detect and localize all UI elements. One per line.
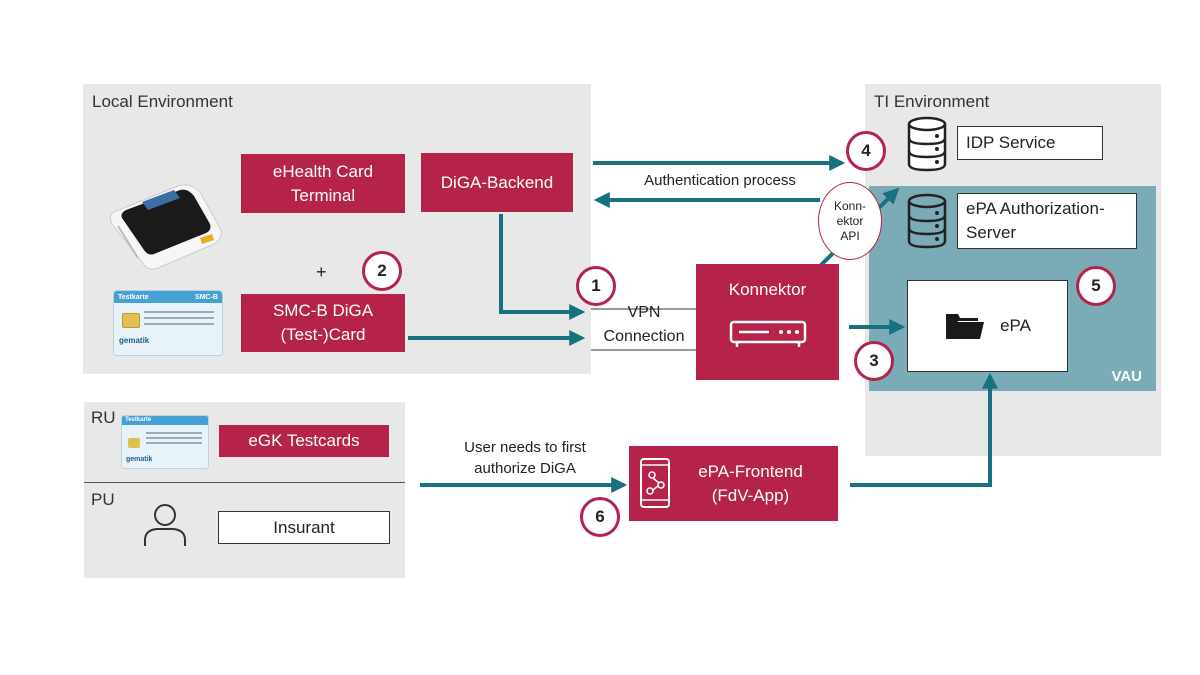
ru-pu-divider — [84, 482, 405, 483]
mobile-app-icon — [640, 458, 670, 508]
plus-sign: + — [316, 262, 327, 282]
step-badge-4: 4 — [846, 131, 886, 171]
step-badge-2: 2 — [362, 251, 402, 291]
auth-process-label: Authentication process — [644, 172, 796, 189]
server-device-icon — [729, 320, 807, 347]
arrow-frontend-to-epa — [850, 372, 998, 487]
smcb-card-illustration: Testkarte SMC-B gematik — [113, 290, 223, 356]
egk-card-title: Testkarte — [125, 417, 152, 423]
smcb-card-title: Testkarte — [118, 293, 149, 301]
pu-label: PU — [91, 490, 115, 509]
epa-frontend-label: ePA-Frontend (FdV-App) — [698, 461, 803, 505]
egk-testcards-label: eGK Testcards — [248, 431, 360, 450]
egk-card-illustration: Testkarte gematik — [121, 415, 209, 469]
egk-testcards-box: eGK Testcards — [219, 425, 389, 457]
smcb-card-brand: gematik — [119, 336, 150, 345]
epa-box: ePA — [907, 280, 1068, 372]
vpn-connection-label: VPN Connection — [603, 304, 685, 345]
idp-service-label: IDP Service — [966, 133, 1056, 152]
epa-auth-server-box: ePA Authorization- Server — [957, 193, 1137, 249]
arrow-backend-to-vpn — [499, 214, 586, 320]
smcb-card-type: SMC-B — [195, 293, 218, 301]
egk-chip-icon — [128, 438, 140, 448]
epa-auth-server-label: ePA Authorization- Server — [966, 199, 1105, 242]
ehealth-card-terminal-label: eHealth Card Terminal — [272, 161, 374, 205]
ru-label: RU — [91, 408, 116, 427]
konnektor-api-bubble: Konn- ektor API — [818, 182, 882, 260]
egk-card-brand: gematik — [126, 456, 153, 463]
egk-card-lines — [146, 432, 202, 434]
step-badge-1: 1 — [576, 266, 616, 306]
step-badge-3: 3 — [854, 341, 894, 381]
step-badge-5: 5 — [1076, 266, 1116, 306]
database-icon — [907, 193, 947, 249]
idp-service-box: IDP Service — [957, 126, 1103, 160]
konnektor-box: Konnektor — [696, 264, 839, 380]
egk-card-header: Testkarte — [122, 416, 208, 425]
smcb-card-label: SMC-B DiGA (Test-)Card — [272, 301, 374, 344]
konnektor-api-label: Konn- ektor API — [833, 198, 867, 243]
folder-icon — [946, 314, 985, 339]
epa-frontend-box: ePA-Frontend (FdV-App) — [629, 446, 838, 521]
insurant-label: Insurant — [273, 517, 335, 537]
smcb-card-lines — [144, 311, 214, 313]
vau-label: VAU — [1111, 368, 1142, 385]
person-icon — [144, 504, 186, 546]
database-icon — [907, 116, 947, 172]
epa-label: ePA — [1000, 316, 1031, 335]
konnektor-label: Konnektor — [728, 280, 807, 299]
ti-environment-label: TI Environment — [874, 92, 990, 111]
card-terminal-icon — [109, 184, 222, 270]
smcb-card-box: SMC-B DiGA (Test-)Card — [241, 294, 405, 352]
insurant-box: Insurant — [218, 511, 390, 544]
diga-backend-label: DiGA-Backend — [440, 172, 554, 192]
smcb-card-header: Testkarte SMC-B — [114, 291, 222, 303]
smartcard-icon — [122, 313, 140, 328]
user-authorize-label: User needs to first authorize DiGA — [464, 439, 586, 477]
diga-backend-box: DiGA-Backend — [421, 153, 573, 212]
step-badge-6: 6 — [580, 497, 620, 537]
local-environment-label: Local Environment — [92, 92, 233, 111]
ehealth-card-terminal-box: eHealth Card Terminal — [241, 154, 405, 213]
